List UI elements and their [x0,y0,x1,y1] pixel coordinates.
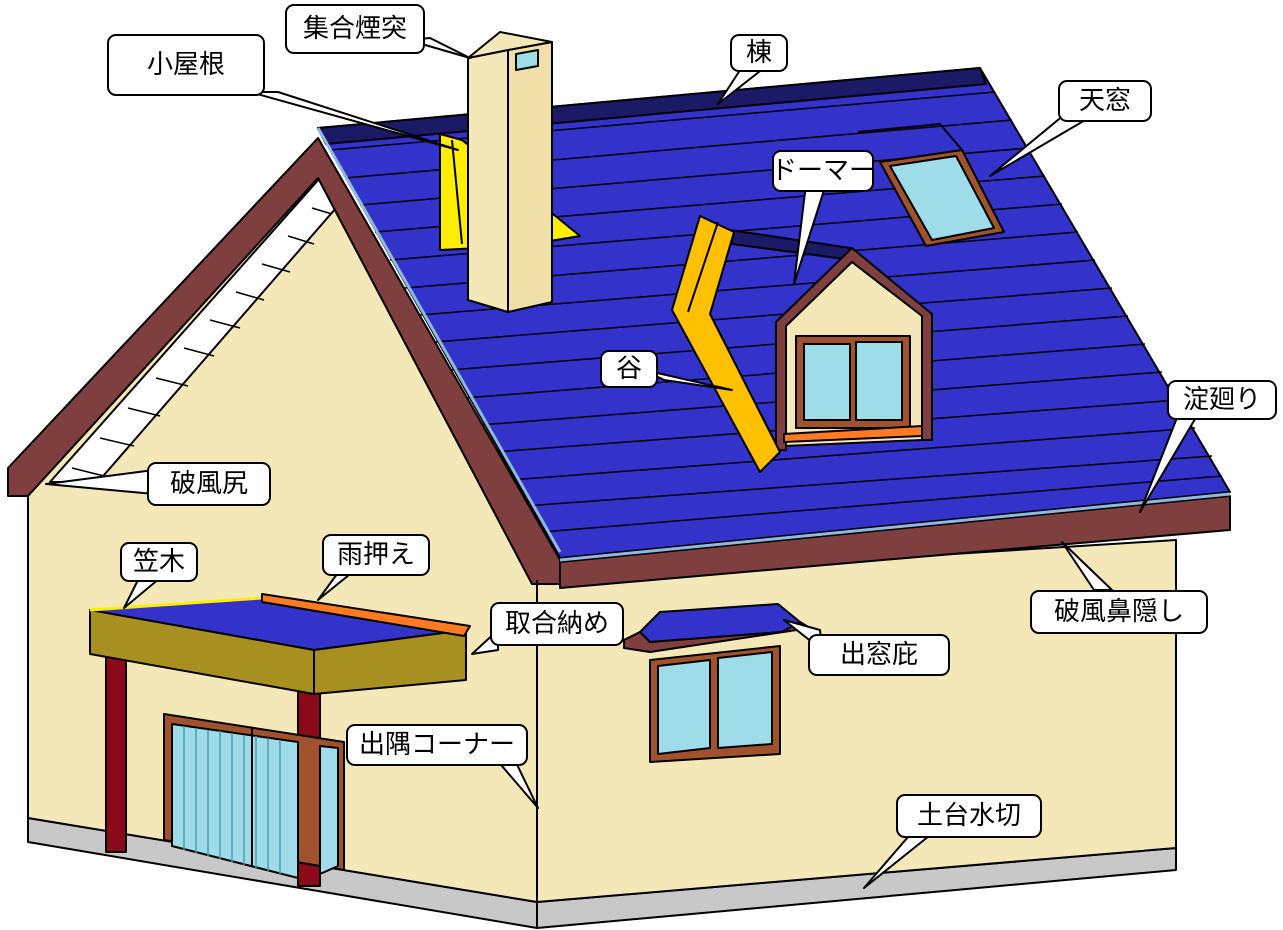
chimney-front [467,49,509,313]
bay-window-pane-right [717,651,773,749]
callout-yodomawari: 淀廻り [1167,380,1277,420]
callout-valley: 谷 [600,350,658,388]
canopy-post-left [105,649,127,853]
canopy-side-fascia [313,629,467,695]
callout-skylight: 天窓 [1058,80,1152,122]
callout-demado: 出窓庇 [808,634,950,676]
callout-dodai: 土台水切 [896,794,1042,838]
canopy-flashing [261,593,471,637]
verge-board [7,137,561,585]
callout-koyane: 小屋根 [107,34,265,96]
skylight-curb [857,123,963,151]
soffit-lines [71,207,333,477]
callout-toriai: 取合納め [490,602,624,646]
eave-edge [559,492,1231,562]
callout-ridge: 棟 [730,34,788,72]
chimney-side [507,41,553,313]
callout-kasagi: 笠木 [120,542,198,582]
bay-hood-fascia [623,621,811,653]
valley-line [687,221,719,313]
dormer-sill [783,425,923,443]
callout-corner: 出隅コーナー [346,724,528,766]
callout-hafubana: 破風鼻隠し [1030,590,1208,634]
skylight-glass [889,155,995,241]
chimney-vent [515,49,539,71]
front-fascia [559,495,1231,589]
rake-edge [316,127,562,553]
canopy-kasagi [89,596,263,612]
callout-hafujiri: 破風尻 [147,462,271,506]
bay-window-pane-left [657,659,711,755]
dormer-window-pane-left [803,343,851,421]
chimney-top [467,31,553,59]
garage-slats [183,726,281,874]
callout-dormer: ドーマー [771,150,875,192]
small-roof-line [451,139,463,245]
dormer-trim [775,247,933,451]
callout-amaosae: 雨押え [322,534,430,576]
callout-chimney: 集合煙突 [285,4,425,54]
garage-door-right [319,745,339,875]
dormer-window-pane-right [855,341,903,421]
